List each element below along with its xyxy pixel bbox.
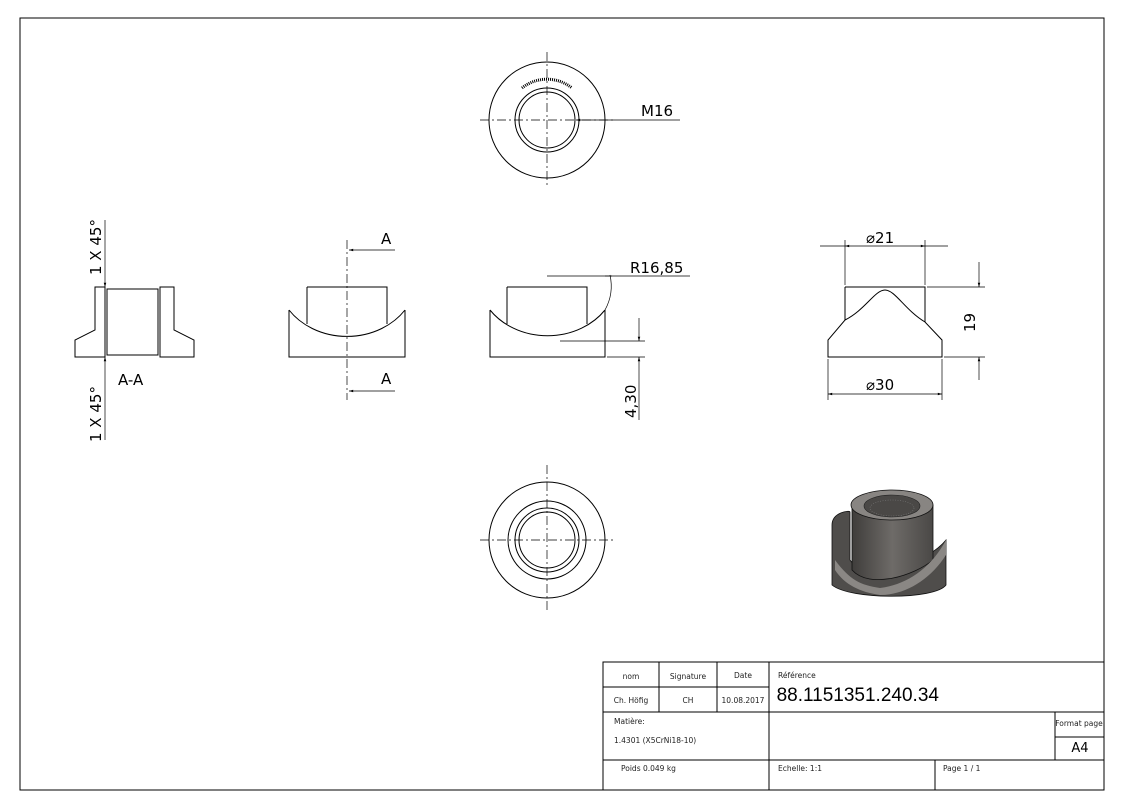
page-number: Page 1 / 1 bbox=[943, 764, 981, 773]
side-view: ⌀21 ⌀30 19 bbox=[820, 229, 985, 400]
engraving-text-mark bbox=[521, 77, 573, 90]
reference-label: Référence bbox=[778, 671, 816, 680]
format-value: A4 bbox=[1071, 741, 1088, 756]
height-offset-label: 4,30 bbox=[622, 385, 640, 418]
front-view-cut: A A bbox=[288, 230, 406, 400]
col-date: Date bbox=[734, 671, 752, 680]
part-3d-render bbox=[831, 489, 947, 597]
col-name: nom bbox=[623, 672, 640, 681]
weight: Poids 0.049 kg bbox=[621, 764, 676, 773]
section-label: A-A bbox=[118, 371, 144, 389]
drafter-name: Ch. Höfig bbox=[614, 696, 649, 705]
front-view: R16,85 4,30 bbox=[489, 259, 690, 420]
top-view: M16 bbox=[480, 52, 680, 188]
height-label: 19 bbox=[961, 313, 979, 332]
chamfer-bottom-label: 1 X 45° bbox=[87, 386, 105, 442]
reference-number: 88.1151351.240.34 bbox=[775, 685, 939, 706]
section-view-a-a: 1 X 45° 1 X 45° A-A bbox=[74, 219, 195, 442]
material-value: 1.4301 (X5CrNi18-10) bbox=[614, 736, 696, 745]
thread-label: M16 bbox=[641, 102, 673, 120]
title-block: nom Signature Date Ch. Höfig CH 10.08.20… bbox=[602, 661, 1105, 791]
cut-label-bottom: A bbox=[381, 370, 392, 388]
col-signature: Signature bbox=[670, 672, 707, 681]
inner-diameter-label: ⌀21 bbox=[866, 229, 894, 247]
outer-diameter-label: ⌀30 bbox=[866, 376, 894, 394]
date: 10.08.2017 bbox=[722, 696, 765, 705]
format-label: Format page bbox=[1055, 719, 1103, 728]
material-label: Matière: bbox=[614, 717, 645, 726]
bottom-view bbox=[480, 465, 614, 610]
chamfer-top-label: 1 X 45° bbox=[87, 219, 105, 275]
signature: CH bbox=[683, 696, 694, 705]
scale: Echelle: 1:1 bbox=[778, 764, 822, 773]
radius-label: R16,85 bbox=[630, 259, 683, 277]
sheet-border bbox=[19, 17, 1105, 791]
cut-label-top: A bbox=[381, 230, 392, 248]
